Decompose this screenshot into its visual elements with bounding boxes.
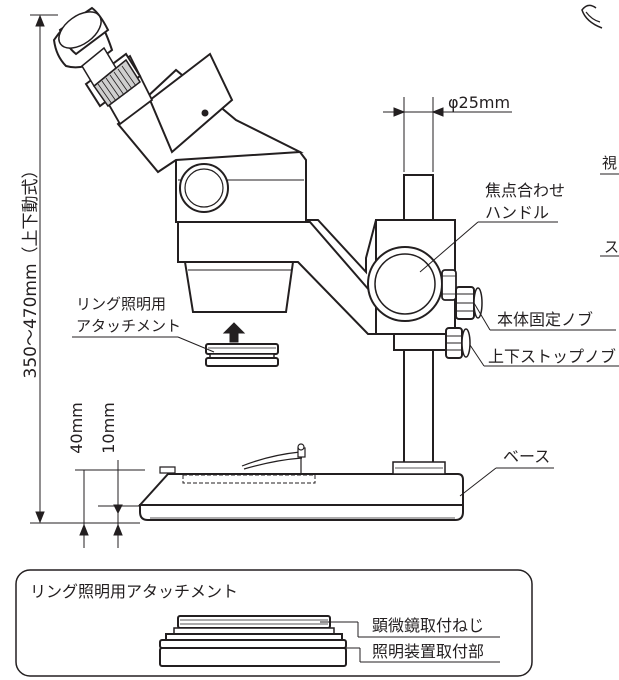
base-callout: ベース bbox=[459, 447, 554, 497]
cutoff-edge: 視 ス bbox=[581, 4, 619, 257]
height-dimension: 350～470mm（上下動式） bbox=[21, 14, 140, 524]
ring-light-label-line2: アタッチメント bbox=[76, 317, 181, 335]
ring-light-label-line1: リング照明用 bbox=[76, 295, 166, 313]
focus-handle-label-line2: ハンドル bbox=[485, 203, 549, 222]
base-dimension: 40mm 10mm bbox=[67, 402, 145, 548]
ring-light-attachment bbox=[205, 322, 279, 367]
base-label: ベース bbox=[503, 447, 550, 466]
focus-handle-label-line1: 焦点合わせ bbox=[485, 181, 565, 200]
cut-label-2: ス bbox=[604, 238, 619, 256]
body-lock-knob-label: 本体固定ノブ bbox=[497, 310, 593, 329]
pillar-diameter-label: φ25mm bbox=[448, 93, 510, 112]
microscope-head bbox=[175, 151, 307, 223]
inset-title: リング照明用アタッチメント bbox=[30, 582, 238, 601]
base-height-10-label: 10mm bbox=[99, 402, 118, 454]
objective-housing bbox=[183, 261, 295, 313]
base bbox=[137, 443, 464, 521]
height-range-label: 350～470mm（上下動式） bbox=[21, 161, 41, 378]
pillar-diameter-dimension: φ25mm bbox=[383, 93, 512, 172]
ring-light-inset: リング照明用アタッチメント 顕微鏡取付ねじ 照明装置取付部 bbox=[15, 569, 533, 677]
focus-arm bbox=[177, 219, 457, 335]
eyepiece-tube bbox=[52, 6, 304, 174]
inset-attachment-drawing bbox=[159, 615, 347, 667]
stop-knob-label: 上下ストップノブ bbox=[488, 347, 616, 366]
focus-handle-callout: 焦点合わせ ハンドル bbox=[419, 181, 565, 273]
ring-light-callout: リング照明用 アタッチメント bbox=[72, 295, 215, 353]
body-lock-knob: 本体固定ノブ bbox=[455, 286, 616, 331]
inset-thread-label: 顕微鏡取付ねじ bbox=[372, 616, 484, 635]
cut-label-1: 視 bbox=[602, 154, 617, 172]
stop-knob: 上下ストップノブ bbox=[445, 327, 619, 367]
base-height-40-label: 40mm bbox=[67, 402, 86, 454]
inset-mount-label: 照明装置取付部 bbox=[372, 642, 484, 661]
